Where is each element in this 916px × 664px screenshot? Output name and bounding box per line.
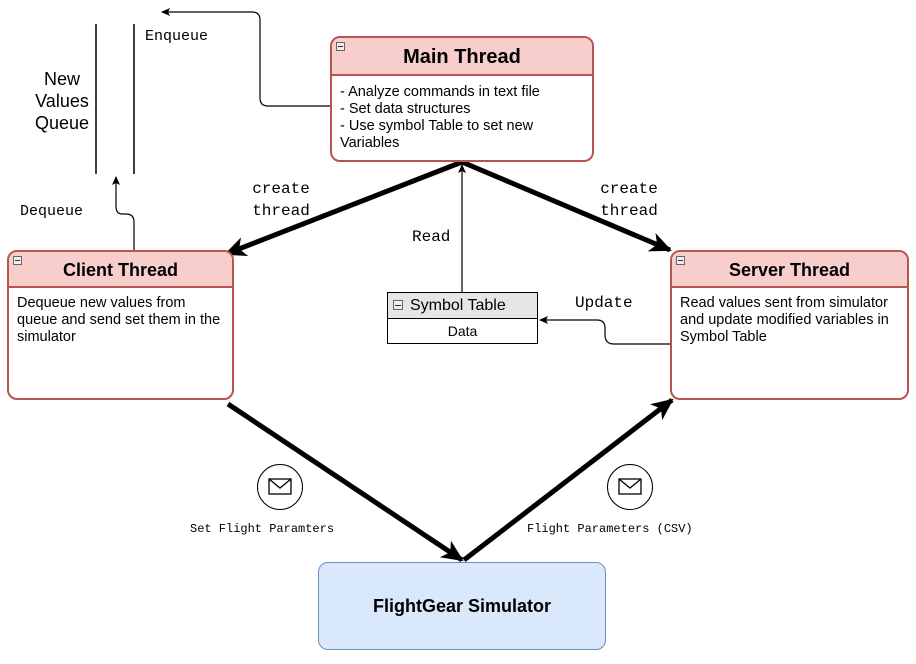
simulator-node[interactable]: FlightGear Simulator (318, 562, 606, 650)
main-thread-body: Analyze commands in text file Set data s… (332, 76, 592, 156)
symbol-table-row: Data (447, 323, 478, 339)
envelope-icon-graphic (268, 478, 292, 495)
create-server-edge (461, 159, 672, 253)
main-thread-title: Main Thread (403, 46, 521, 68)
client-thread-title: Client Thread (62, 260, 178, 280)
collapse-icon[interactable] (393, 300, 403, 310)
envelope-icon (607, 464, 653, 510)
create-thread-right-line: thread (600, 202, 658, 220)
update-label: Update (575, 294, 633, 312)
simulator-title: FlightGear Simulator (372, 595, 552, 616)
create-client-edge (224, 159, 463, 257)
collapse-icon[interactable] (676, 256, 685, 265)
symbol-table-node[interactable]: Symbol Table Data (387, 292, 538, 344)
client-thread-body: Dequeue new values from queue and send s… (17, 295, 221, 345)
symbol-table-header: Symbol Table (388, 293, 537, 319)
flight-params-label: Flight Parameters (CSV) (527, 522, 693, 536)
client-thread-header: Client Thread (9, 252, 232, 288)
create-thread-right-line: create (600, 180, 658, 198)
create-thread-left-line: thread (252, 202, 310, 220)
envelope-icon-graphic (618, 478, 642, 495)
read-label: Read (412, 228, 451, 246)
server-thread-title: Server Thread (728, 260, 851, 280)
dequeue-label: Dequeue (20, 203, 84, 220)
collapse-icon[interactable] (336, 42, 345, 51)
queue-title: New Values Queue (22, 68, 102, 134)
update-edge (539, 316, 670, 345)
queue-title-line: New (43, 69, 80, 89)
queue-title-line: Values (35, 91, 89, 111)
enqueue-edge (161, 8, 331, 107)
main-thread-item: Set data structures (340, 101, 584, 118)
set-flight-params-label: Set Flight Paramters (190, 522, 335, 536)
server-thread-node[interactable]: Server Thread Read values sent from simu… (670, 250, 909, 400)
main-thread-header: Main Thread (332, 38, 592, 76)
collapse-icon[interactable] (13, 256, 22, 265)
simulator-to-server-edge (462, 398, 674, 562)
enqueue-label: Enqueue (145, 28, 209, 45)
main-thread-item: Analyze commands in text file (340, 84, 584, 101)
symbol-table-title: Symbol Table (410, 297, 506, 314)
main-thread-node[interactable]: Main Thread Analyze commands in text fil… (330, 36, 594, 162)
client-to-simulator-edge (226, 401, 464, 563)
queue-title-line: Queue (34, 113, 90, 133)
envelope-icon (257, 464, 303, 510)
main-thread-item: Use symbol Table to set new Variables (340, 118, 584, 152)
server-thread-header: Server Thread (672, 252, 907, 288)
dequeue-edge (112, 176, 135, 250)
server-thread-body: Read values sent from simulator and upda… (680, 295, 889, 345)
create-thread-left-line: create (252, 180, 310, 198)
main-thread-list: Analyze commands in text file Set data s… (340, 84, 584, 152)
create-thread-right-label: create thread (596, 178, 662, 222)
create-thread-left-label: create thread (248, 178, 314, 222)
client-thread-node[interactable]: Client Thread Dequeue new values from qu… (7, 250, 234, 400)
